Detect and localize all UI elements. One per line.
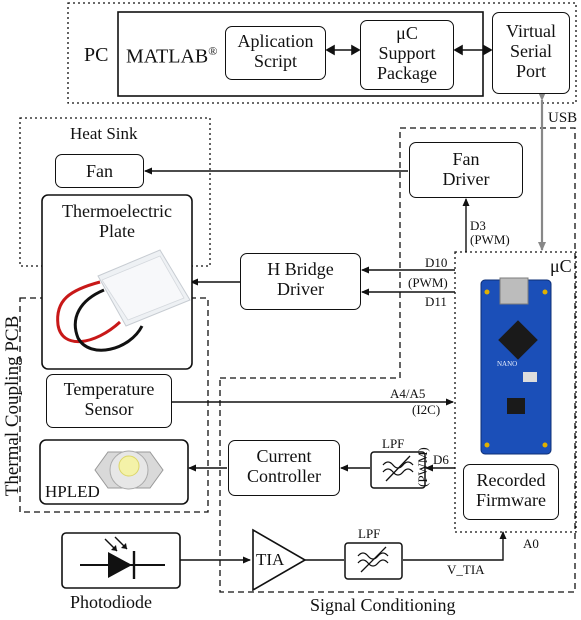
d3-label: D3 (PWM) bbox=[470, 218, 510, 248]
thermoelectric-plate-image bbox=[41, 194, 193, 370]
a0-label: A0 bbox=[523, 536, 539, 551]
thermal-coupling-pcb-label: Thermal Coupling PCB bbox=[2, 315, 23, 497]
fan-label: Fan bbox=[86, 161, 113, 181]
lpf-label-1: LPF bbox=[382, 436, 405, 451]
hpled-label: HPLED bbox=[45, 482, 100, 501]
tia-amplifier-shape bbox=[252, 528, 307, 592]
current-controller-label: Current Controller bbox=[247, 446, 321, 487]
photodiode-label: Photodiode bbox=[70, 592, 153, 612]
registered-mark: ® bbox=[208, 44, 218, 58]
lpf-filter-icon bbox=[370, 451, 426, 489]
d11-label: D11 bbox=[425, 294, 447, 309]
d10-label: D10 bbox=[425, 255, 448, 270]
pwm-vertical-label: (PWM) bbox=[415, 447, 430, 487]
application-script-box: Aplication Script bbox=[225, 26, 326, 80]
matlab-label: MATLAB® bbox=[126, 44, 217, 69]
pc-container bbox=[67, 2, 577, 104]
current-controller-box: Current Controller bbox=[228, 440, 340, 496]
heat-sink-label: Heat Sink bbox=[70, 124, 138, 143]
uc-support-package-box: μC Support Package bbox=[360, 20, 454, 90]
hbridge-driver-box: H Bridge Driver bbox=[240, 253, 361, 310]
signal-conditioning-container bbox=[219, 127, 576, 593]
virtual-serial-port-label: Virtual Serial Port bbox=[506, 21, 556, 82]
hpled-image bbox=[39, 439, 189, 505]
fan-box: Fan bbox=[55, 154, 144, 188]
fan-driver-box: Fan Driver bbox=[409, 142, 523, 198]
virtual-serial-port-box: Virtual Serial Port bbox=[492, 12, 570, 94]
temperature-sensor-label: Temperature Sensor bbox=[63, 379, 155, 420]
pc-label: PC bbox=[84, 44, 109, 66]
thermoelectric-plate-label: Thermoelectric Plate bbox=[62, 201, 172, 242]
photodiode-icon bbox=[61, 532, 181, 589]
lpf-filter-icon bbox=[344, 542, 403, 580]
signal-conditioning-label: Signal Conditioning bbox=[310, 595, 456, 615]
arduino-nano-image bbox=[480, 277, 552, 455]
hbridge-driver-label: H Bridge Driver bbox=[267, 259, 334, 300]
nano-board-text: NANO bbox=[497, 360, 518, 368]
heat-sink-container bbox=[19, 117, 211, 267]
recorded-firmware-box: Recorded Firmware bbox=[463, 464, 559, 520]
pwm-label: (PWM) bbox=[408, 275, 448, 290]
vtia-arrow bbox=[403, 531, 507, 561]
d6-label: D6 bbox=[433, 452, 449, 467]
fan-driver-label: Fan Driver bbox=[442, 149, 490, 190]
uc-container bbox=[454, 251, 577, 533]
matlab-box bbox=[117, 11, 484, 97]
a4a5-label: A4/A5 (I2C) bbox=[390, 386, 441, 417]
temperature-sensor-box: Temperature Sensor bbox=[46, 374, 172, 428]
tia-label: TIA bbox=[256, 550, 285, 569]
v-tia-label: V_TIA bbox=[447, 562, 485, 577]
matlab-bidir-arrows bbox=[325, 44, 493, 56]
uc-support-package-label: μC Support Package bbox=[377, 23, 437, 84]
recorded-firmware-label: Recorded Firmware bbox=[476, 470, 546, 511]
application-script-label: Aplication Script bbox=[237, 31, 314, 72]
usb-label: USB bbox=[548, 110, 578, 126]
lpf-label-2: LPF bbox=[358, 526, 381, 541]
matlab-text: MATLAB bbox=[126, 45, 209, 68]
uc-label: μC bbox=[550, 256, 572, 276]
